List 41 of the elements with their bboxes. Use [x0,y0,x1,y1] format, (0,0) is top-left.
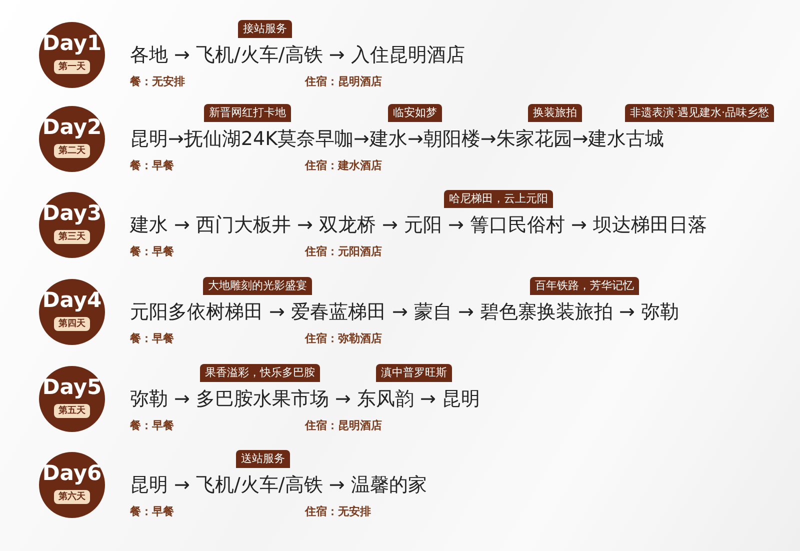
info-text: 餐：早餐 [130,419,174,433]
day-label: 第六天 [54,490,90,504]
info-text: 餐：早餐 [130,245,174,259]
route-text: 元阳多依树梯田 → 爱春蓝梯田 → 蒙自 → 碧色寨换装旅拍 → 弥勒 [130,300,679,325]
route-text: 建水 → 西门大板井 → 双龙桥 → 元阳 → 箐口民俗村 → 坝达梯田日落 [130,213,707,238]
day-number: Day3 [41,200,103,226]
day-number: Day5 [41,374,103,400]
route-text: 弥勒 → 多巴胺水果市场 → 东风韵 → 昆明 [130,387,480,412]
highlight-tag: 新晋网红打卡地 [204,104,291,122]
highlight-tag: 接站服务 [238,20,292,38]
highlight-tag: 果香溢彩，快乐多巴胺 [200,364,320,382]
info-text: 住宿：弥勒酒店 [305,332,382,346]
info-text: 住宿：元阳酒店 [305,245,382,259]
route-text: 昆明→抚仙湖24K莫奈早咖→建水→朝阳楼→朱家花园→建水古城 [130,127,664,152]
highlight-tag: 临安如梦 [388,104,442,122]
day-number: Day4 [41,287,103,313]
highlight-tag: 哈尼梯田，云上元阳 [444,190,553,208]
day-label: 第一天 [54,60,90,74]
highlight-tag: 送站服务 [236,450,290,468]
info-text: 住宿：昆明酒店 [305,75,382,89]
day-number: Day6 [41,460,103,486]
route-text: 昆明 → 飞机/火车/高铁 → 温馨的家 [130,473,427,498]
info-text: 住宿：无安排 [305,505,371,519]
day-number: Day1 [41,30,103,56]
day-label: 第五天 [54,404,90,418]
info-text: 餐：早餐 [130,159,174,173]
day-number: Day2 [41,114,103,140]
info-text: 住宿：昆明酒店 [305,419,382,433]
info-text: 餐：早餐 [130,505,174,519]
highlight-tag: 非遗表演·遇见建水·品味乡愁 [625,104,774,122]
day-label: 第三天 [54,230,90,244]
day-label: 第四天 [54,317,90,331]
info-text: 餐：无安排 [130,75,185,89]
day-label: 第二天 [54,144,90,158]
info-text: 住宿：建水酒店 [305,159,382,173]
info-text: 餐：早餐 [130,332,174,346]
highlight-tag: 滇中普罗旺斯 [376,364,452,382]
highlight-tag: 换装旅拍 [528,104,582,122]
highlight-tag: 大地雕刻的光影盛宴 [203,277,312,295]
highlight-tag: 百年铁路，芳华记忆 [530,277,639,295]
route-text: 各地 → 飞机/火车/高铁 → 入住昆明酒店 [130,43,465,68]
